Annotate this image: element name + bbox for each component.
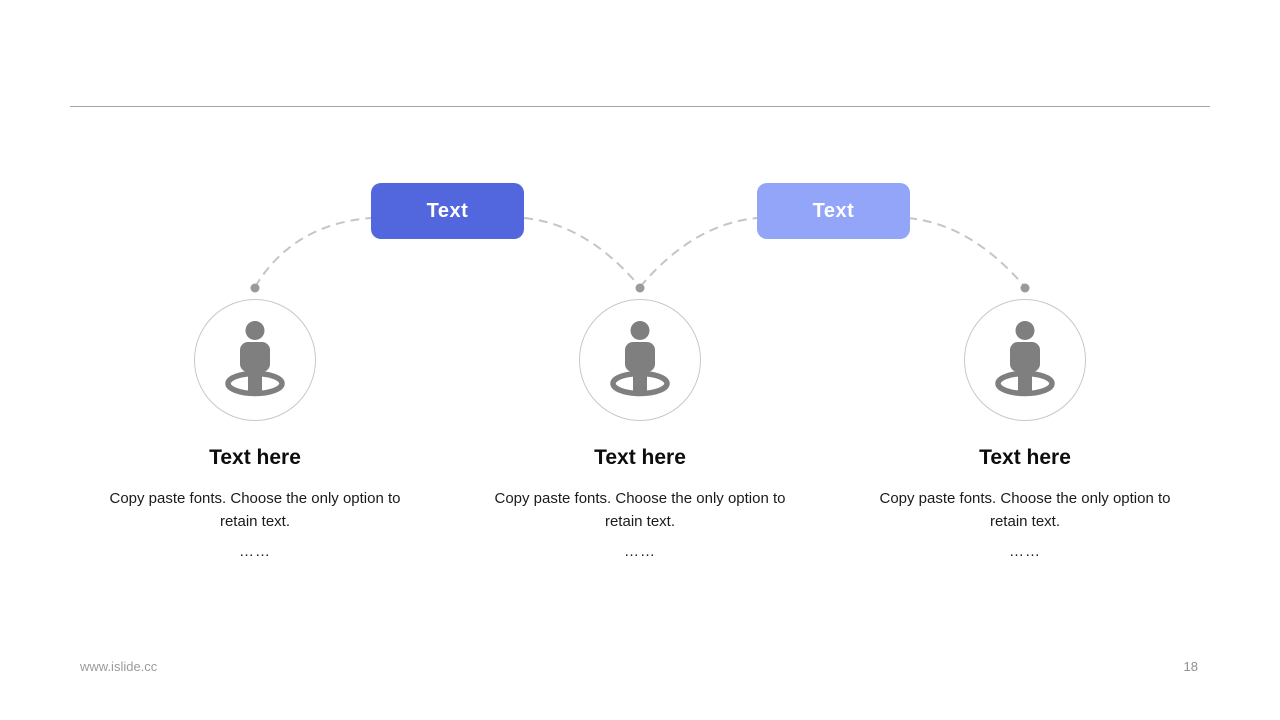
- connector-dot: [250, 283, 260, 293]
- node-description: Copy paste fonts. Choose the only option…: [879, 490, 1171, 530]
- text-shape-button-2[interactable]: Text: [757, 183, 910, 239]
- connector-dot: [1020, 283, 1030, 293]
- person-location-icon: [610, 321, 670, 397]
- node-title: Text here: [979, 446, 1071, 469]
- node-ellipsis: ……: [1009, 543, 1041, 560]
- node-text-block-1: Text here Copy paste fonts. Choose the o…: [95, 446, 415, 560]
- page-number: 18: [1183, 659, 1198, 674]
- node-description: Copy paste fonts. Choose the only option…: [494, 490, 786, 530]
- node-title: Text here: [594, 446, 686, 469]
- connector-arc: [254, 217, 372, 288]
- person-location-icon: [225, 321, 285, 397]
- node-circle-3: [964, 299, 1086, 421]
- person-location-icon: [995, 321, 1055, 397]
- node-description: Copy paste fonts. Choose the only option…: [109, 490, 401, 530]
- node-text-block-2: Text here Copy paste fonts. Choose the o…: [480, 446, 800, 560]
- connector-arc: [523, 217, 641, 288]
- text-shape-button-1[interactable]: Text: [371, 183, 524, 239]
- connector-dot: [635, 283, 645, 293]
- footer-url: www.islide.cc: [80, 659, 158, 674]
- node-text-block-3: Text here Copy paste fonts. Choose the o…: [865, 446, 1185, 560]
- node-title: Text here: [209, 446, 301, 469]
- connector-arc: [907, 217, 1026, 288]
- top-divider-line: [70, 106, 1210, 107]
- node-ellipsis: ……: [239, 543, 271, 560]
- node-circle-2: [579, 299, 701, 421]
- node-circle-1: [194, 299, 316, 421]
- node-ellipsis: ……: [624, 543, 656, 560]
- connector-arc: [639, 217, 758, 288]
